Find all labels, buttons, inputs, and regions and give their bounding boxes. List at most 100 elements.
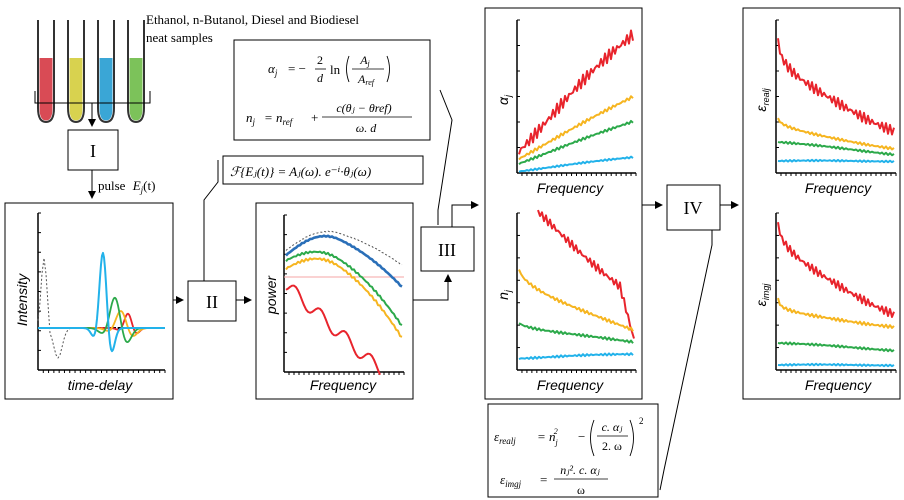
alpha-yellow [518, 95, 634, 161]
alpha-traces [518, 29, 634, 173]
imag-xlabel: Frequency [805, 377, 872, 393]
svg-text:εrealj: εrealj [494, 429, 516, 446]
step-3-label: III [438, 240, 456, 260]
eps-imag-equation: εimgj = nⱼ². c. αⱼ ω [500, 463, 608, 497]
imag-yellow [777, 297, 895, 329]
eps-real-equation: εrealj = nj2 − c. αⱼ 2. ω 2 [494, 416, 644, 457]
svg-text:ω. d: ω. d [356, 121, 377, 135]
power-blue [285, 234, 403, 288]
time-domain-xlabel: time-delay [68, 377, 134, 393]
svg-text:=: = [540, 472, 547, 487]
real-red [777, 38, 895, 136]
imag-traces [777, 222, 895, 368]
time-domain-panel [4, 202, 174, 400]
pulse-label: pulse Ej(t) [98, 178, 155, 195]
n-ylabel: nj [495, 289, 513, 300]
connector-step3-equations [437, 89, 453, 225]
svg-text:ω: ω [577, 483, 585, 497]
svg-text:2: 2 [317, 53, 323, 67]
svg-text:Aref: Aref [357, 72, 376, 87]
samples-caption-line1: Ethanol, n-Butanol, Diesel and Biodiesel [146, 12, 359, 27]
test-tube-4 [127, 20, 145, 124]
step-1-box [67, 129, 119, 171]
test-tube-2 [67, 20, 85, 124]
step-1-label: I [90, 141, 96, 161]
test-tube-3 [97, 20, 115, 124]
step-3-box [420, 226, 475, 272]
time-domain-ylabel: Intensity [14, 273, 30, 326]
svg-text:= nref: = nref [264, 110, 294, 127]
svg-text:αj: αj [268, 61, 278, 78]
imag-ticks [776, 212, 897, 373]
svg-text:nj: nj [246, 110, 256, 127]
real-ticks [776, 19, 897, 176]
step-4-box [666, 184, 721, 231]
n-ticks [517, 212, 637, 373]
svg-text:= nj2: = nj2 [537, 427, 559, 447]
time-domain-traces [37, 251, 165, 359]
tube-liquid-2 [69, 58, 83, 121]
svg-text:= −: = − [288, 61, 306, 76]
real-yellow [777, 117, 895, 151]
svg-text:d: d [317, 71, 324, 85]
dielectric-panel [742, 7, 901, 400]
svg-text:ln: ln [330, 62, 341, 77]
svg-text:+: + [311, 110, 318, 125]
svg-text:nⱼ². c. αⱼ: nⱼ². c. αⱼ [560, 463, 600, 477]
trace-cyan [38, 251, 165, 353]
power-ticks [284, 214, 405, 375]
svg-text:Aj: Aj [359, 53, 370, 68]
step-2-label: II [206, 292, 218, 312]
connector-step4-equations [659, 230, 713, 491]
step-2-box [187, 280, 237, 322]
n-xlabel: Frequency [537, 377, 604, 393]
imag-cyan [777, 362, 895, 368]
alpha-green [518, 119, 634, 166]
alpha-red [518, 29, 634, 155]
n-green [518, 322, 634, 344]
svg-text:c. αⱼ: c. αⱼ [602, 420, 624, 434]
power-green [285, 250, 403, 326]
svg-text:2: 2 [639, 416, 644, 426]
n-yellow [518, 269, 634, 332]
imag-red [777, 222, 895, 318]
alpha-ylabel: αj [495, 94, 513, 105]
power-red [285, 284, 381, 376]
imag-green [777, 341, 895, 353]
test-tube-rack [37, 20, 145, 124]
arrow-step3-to-optical [451, 201, 479, 227]
n-cyan [518, 352, 634, 360]
svg-text:−: − [578, 429, 585, 444]
imag-ylabel: εimgj [753, 283, 771, 307]
test-tube-1 [37, 20, 55, 124]
alpha-equation: αj = − 2 d ln Aj Aref [268, 53, 390, 87]
alpha-n-equation-box [233, 39, 431, 141]
power-traces [284, 230, 404, 376]
alpha-cyan [518, 155, 634, 173]
samples-caption-line2: neat samples [146, 30, 213, 45]
tube-liquid-3 [99, 58, 113, 121]
real-cyan [777, 158, 895, 164]
svg-text:c(θⱼ − θref): c(θⱼ − θref) [336, 101, 391, 115]
svg-text:2. ω: 2. ω [602, 439, 622, 453]
arrow-power-to-step3 [413, 274, 452, 301]
n-traces [518, 209, 635, 360]
dielectric-equation-box [487, 403, 659, 498]
n-equation: nj = nref + c(θⱼ − θref) ω. d [246, 101, 412, 135]
tube-liquid-4 [129, 58, 143, 121]
fourier-equation-box [222, 155, 424, 185]
connector-step2-fourier [203, 160, 219, 281]
power-ylabel: power [263, 275, 279, 315]
fourier-equation: ℱ{Eⱼ(t)} = Aⱼ(ω). e⁻ⁱ·θⱼ(ω) [230, 164, 371, 179]
real-ylabel: εrealj [753, 87, 771, 111]
real-traces [777, 38, 895, 164]
power-reference [285, 230, 403, 266]
real-green [777, 140, 895, 157]
tube-liquid-1 [39, 58, 53, 121]
alpha-ticks [517, 19, 637, 176]
svg-text:εimgj: εimgj [500, 472, 522, 489]
step-4-label: IV [684, 198, 703, 218]
real-xlabel: Frequency [805, 180, 872, 196]
